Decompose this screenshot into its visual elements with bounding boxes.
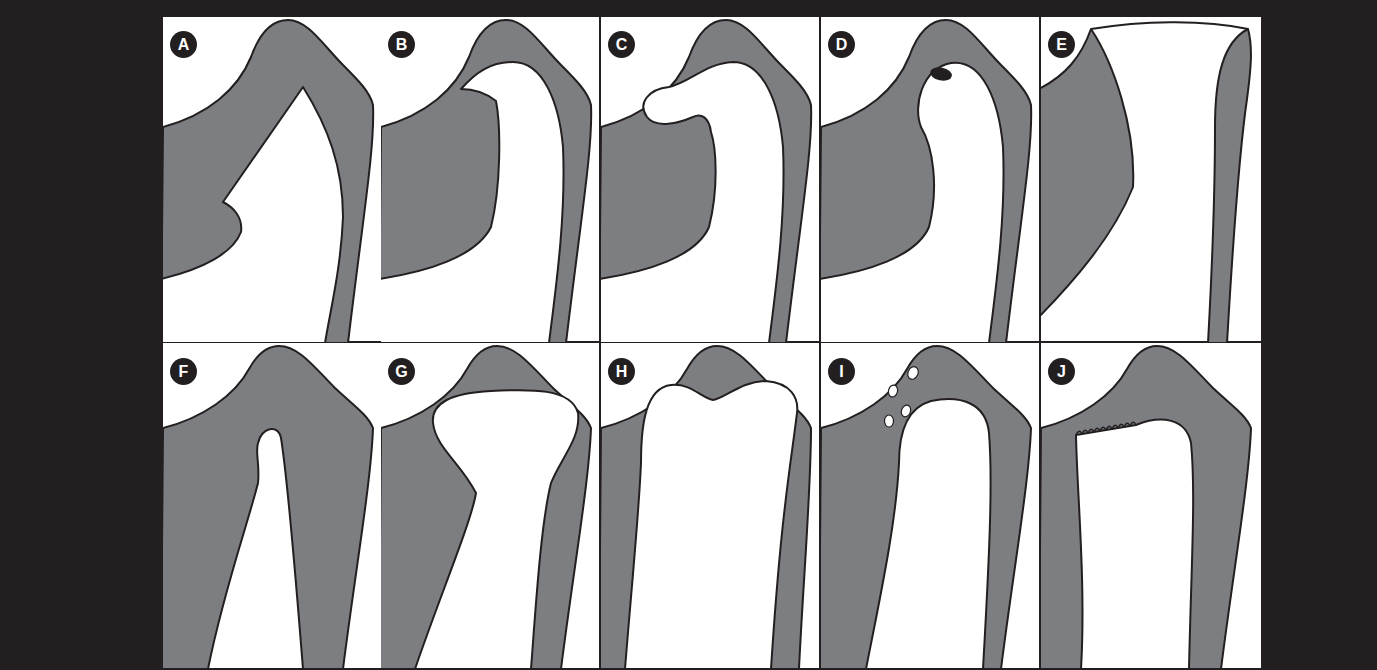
panel-letter-badge: G bbox=[388, 358, 415, 385]
panel-letter-badge: A bbox=[170, 31, 197, 58]
panel-f bbox=[161, 343, 381, 669]
panel-letter: E bbox=[1056, 37, 1067, 53]
panel-letter: A bbox=[178, 37, 190, 53]
panel-h bbox=[599, 343, 819, 669]
panel-letter-badge: B bbox=[388, 31, 415, 58]
panel-i bbox=[819, 343, 1039, 669]
panel-letter: H bbox=[616, 364, 628, 380]
panel-j bbox=[1039, 343, 1261, 669]
panel-letter-badge: F bbox=[170, 358, 197, 385]
panel-letter: J bbox=[1057, 364, 1066, 380]
panel-b bbox=[379, 17, 599, 343]
panel-a bbox=[161, 17, 381, 343]
panel-letter: F bbox=[179, 364, 189, 380]
panel-letter: D bbox=[836, 37, 848, 53]
panel-letter: I bbox=[839, 364, 843, 380]
panel-letter-badge: I bbox=[828, 358, 855, 385]
panel-c bbox=[599, 17, 819, 343]
panel-letter-badge: H bbox=[608, 358, 635, 385]
panel-letter: B bbox=[396, 37, 408, 53]
panel-letter-badge: C bbox=[608, 31, 635, 58]
panel-g bbox=[379, 343, 599, 669]
panel-letter: G bbox=[395, 364, 407, 380]
panel-letter-badge: E bbox=[1048, 31, 1075, 58]
panel-letter: C bbox=[616, 37, 628, 53]
panel-d bbox=[819, 17, 1039, 343]
panel-e bbox=[1039, 17, 1261, 343]
panel-letter-badge: J bbox=[1048, 358, 1075, 385]
panel-letter-badge: D bbox=[828, 31, 855, 58]
